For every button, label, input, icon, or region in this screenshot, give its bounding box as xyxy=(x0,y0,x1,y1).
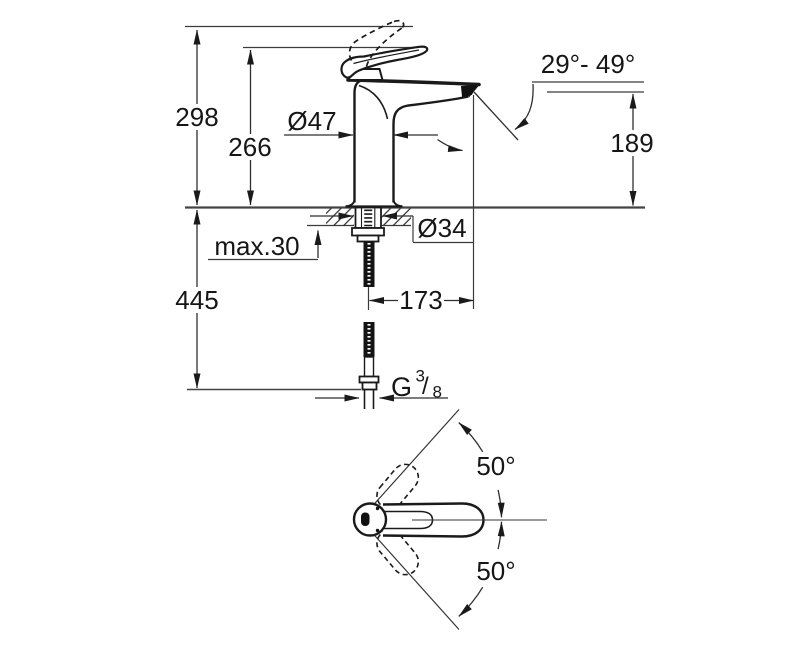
body-diameter-label: Ø47 xyxy=(287,106,336,136)
lever-dot-top xyxy=(375,506,380,511)
base-flare xyxy=(345,199,403,208)
lever-dot-bottom xyxy=(375,528,380,533)
angle-arc-upper xyxy=(514,83,534,131)
top-view: 50° 50° xyxy=(352,409,547,630)
lever-height-label: 266 xyxy=(228,132,271,162)
connection-pipe xyxy=(363,389,375,409)
mounting-washer xyxy=(356,234,380,243)
body-blend-line xyxy=(358,84,389,120)
swivel-limit-lines xyxy=(371,409,460,630)
swivel-arcs xyxy=(458,422,505,617)
spout-height-label: 189 xyxy=(610,128,653,158)
dim-body-diameter: Ø47 xyxy=(284,106,438,139)
body-left-edge xyxy=(353,79,363,203)
lever-swivel-down-dashed xyxy=(376,529,420,576)
spout-angle: 29°- 49° xyxy=(437,49,636,153)
pivot-detail xyxy=(361,512,370,526)
max-thickness-label: max.30 xyxy=(214,231,299,261)
hole-diameter-label: Ø34 xyxy=(417,213,466,243)
dim-hole-diameter: Ø34 xyxy=(382,212,467,243)
supply-length-label: 445 xyxy=(175,285,218,315)
spout-angle-label: 29°- 49° xyxy=(541,49,636,79)
angle-arc-lower xyxy=(437,138,463,153)
lever-pivot-cap xyxy=(352,502,388,537)
aerator xyxy=(461,85,477,97)
spout-underside xyxy=(392,95,469,203)
mounting-hardware xyxy=(351,206,385,409)
overall-height-label: 298 xyxy=(175,102,218,132)
thread-slash-label: / xyxy=(422,373,429,400)
dim-supply-length: 445 xyxy=(175,209,219,389)
spout-projection-label: 173 xyxy=(399,285,442,315)
lever-raised-dashed xyxy=(348,19,405,67)
lever-inner-line xyxy=(353,49,420,65)
extension-lines xyxy=(185,25,645,391)
swivel-up-label: 50° xyxy=(476,451,515,481)
dim-overall-height: 298 xyxy=(175,29,219,206)
dim-spout-projection: 173 xyxy=(369,285,474,315)
dim-spout-height: 189 xyxy=(610,93,654,206)
faucet-body xyxy=(340,19,481,208)
swivel-down-label: 50° xyxy=(476,556,515,586)
dim-thread: G 3 / 8 xyxy=(315,367,448,402)
thread-g-label: G xyxy=(391,372,412,402)
flow-direction-line xyxy=(473,91,519,141)
lever-swivel-up-dashed xyxy=(376,463,420,510)
thread-denominator-label: 8 xyxy=(433,383,442,402)
dim-lever-height: 266 xyxy=(228,49,272,206)
lever-handle xyxy=(340,45,429,79)
dim-max-thickness: max.30 xyxy=(214,212,354,261)
mounting-nut xyxy=(351,227,385,237)
thread-numerator-label: 3 xyxy=(416,367,425,386)
side-view: 298 266 Ø47 29°- 49° 189 xyxy=(175,19,654,409)
